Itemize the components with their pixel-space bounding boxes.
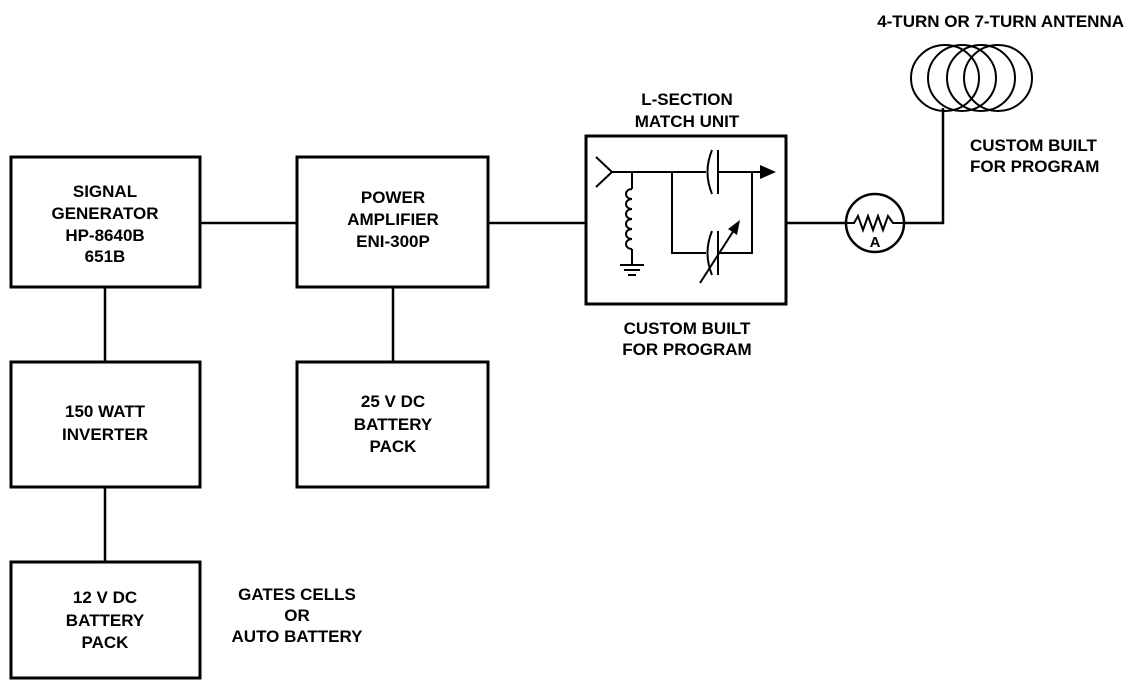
resistor-zigzag	[846, 213, 904, 233]
signal-generator-line-2: GENERATOR	[51, 204, 158, 223]
inverter-line-2: INVERTER	[62, 425, 148, 444]
power-amplifier-line-1: POWER	[361, 188, 425, 207]
signal-generator-line-4: 651B	[85, 247, 126, 266]
match-circuit-schematic	[595, 149, 776, 284]
battery-25v-line-3: PACK	[370, 437, 418, 456]
antenna-custom-line-2: FOR PROGRAM	[970, 157, 1099, 176]
power-amplifier-block: POWER AMPLIFIER ENI-300P	[295, 155, 490, 289]
battery-12v-line-3: PACK	[82, 633, 130, 652]
antenna-custom-line-1: CUSTOM BUILT	[970, 136, 1097, 155]
battery-25v-line-1: 25 V DC	[361, 392, 425, 411]
battery-25v-line-2: BATTERY	[354, 415, 433, 434]
match-unit-title-line-2: MATCH UNIT	[635, 112, 740, 131]
gates-cells-line-3: AUTO BATTERY	[232, 627, 364, 646]
antenna-title: 4-TURN OR 7-TURN ANTENNA	[877, 12, 1124, 31]
connection-wires	[103, 108, 945, 562]
signal-generator-block: SIGNAL GENERATOR HP-8640B 651B	[9, 155, 202, 289]
gates-cells-line-1: GATES CELLS	[238, 585, 356, 604]
power-amplifier-line-2: AMPLIFIER	[347, 210, 439, 229]
match-custom-line-1: CUSTOM BUILT	[624, 319, 751, 338]
gates-cells-note: GATES CELLS OR AUTO BATTERY	[232, 585, 364, 646]
ammeter: A	[844, 192, 906, 254]
battery-25v-block: 25 V DC BATTERY PACK	[295, 360, 490, 489]
match-custom-line-2: FOR PROGRAM	[622, 340, 751, 359]
wire-meter-to-antenna	[904, 108, 945, 225]
battery-12v-block: 12 V DC BATTERY PACK	[9, 560, 202, 680]
inverter-line-1: 150 WATT	[65, 402, 146, 421]
battery-12v-line-1: 12 V DC	[73, 588, 137, 607]
loop-antenna	[910, 44, 1033, 112]
battery-12v-line-2: BATTERY	[66, 611, 145, 630]
signal-generator-line-1: SIGNAL	[73, 182, 137, 201]
match-unit-block: L-SECTION MATCH UNIT	[584, 90, 788, 359]
ammeter-label: A	[870, 234, 881, 251]
power-amplifier-line-3: ENI-300P	[356, 232, 430, 251]
gates-cells-line-2: OR	[284, 606, 310, 625]
match-unit-title-line-1: L-SECTION	[641, 90, 733, 109]
signal-generator-line-3: HP-8640B	[65, 226, 144, 245]
inverter-block: 150 WATT INVERTER	[9, 360, 202, 489]
